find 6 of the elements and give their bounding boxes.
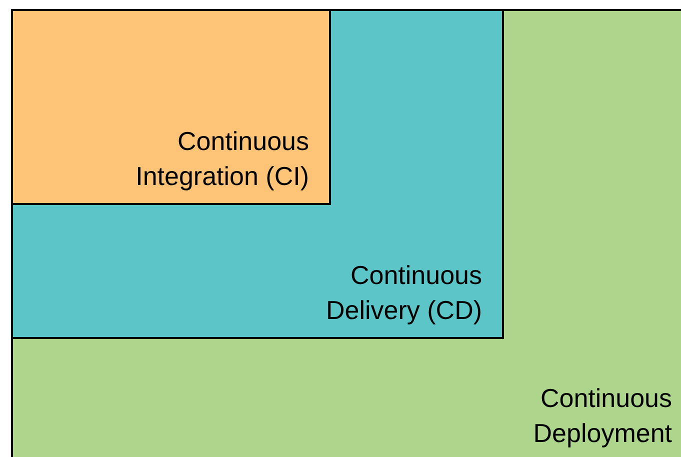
region-label: Continuous Delivery (CD) (325, 259, 482, 327)
region-box (11, 9, 504, 339)
region-label: Continuous Integration (CI) (134, 125, 309, 193)
region-box (11, 9, 681, 457)
region-box (11, 9, 331, 205)
region-label: Continuous Deployment (532, 382, 672, 450)
